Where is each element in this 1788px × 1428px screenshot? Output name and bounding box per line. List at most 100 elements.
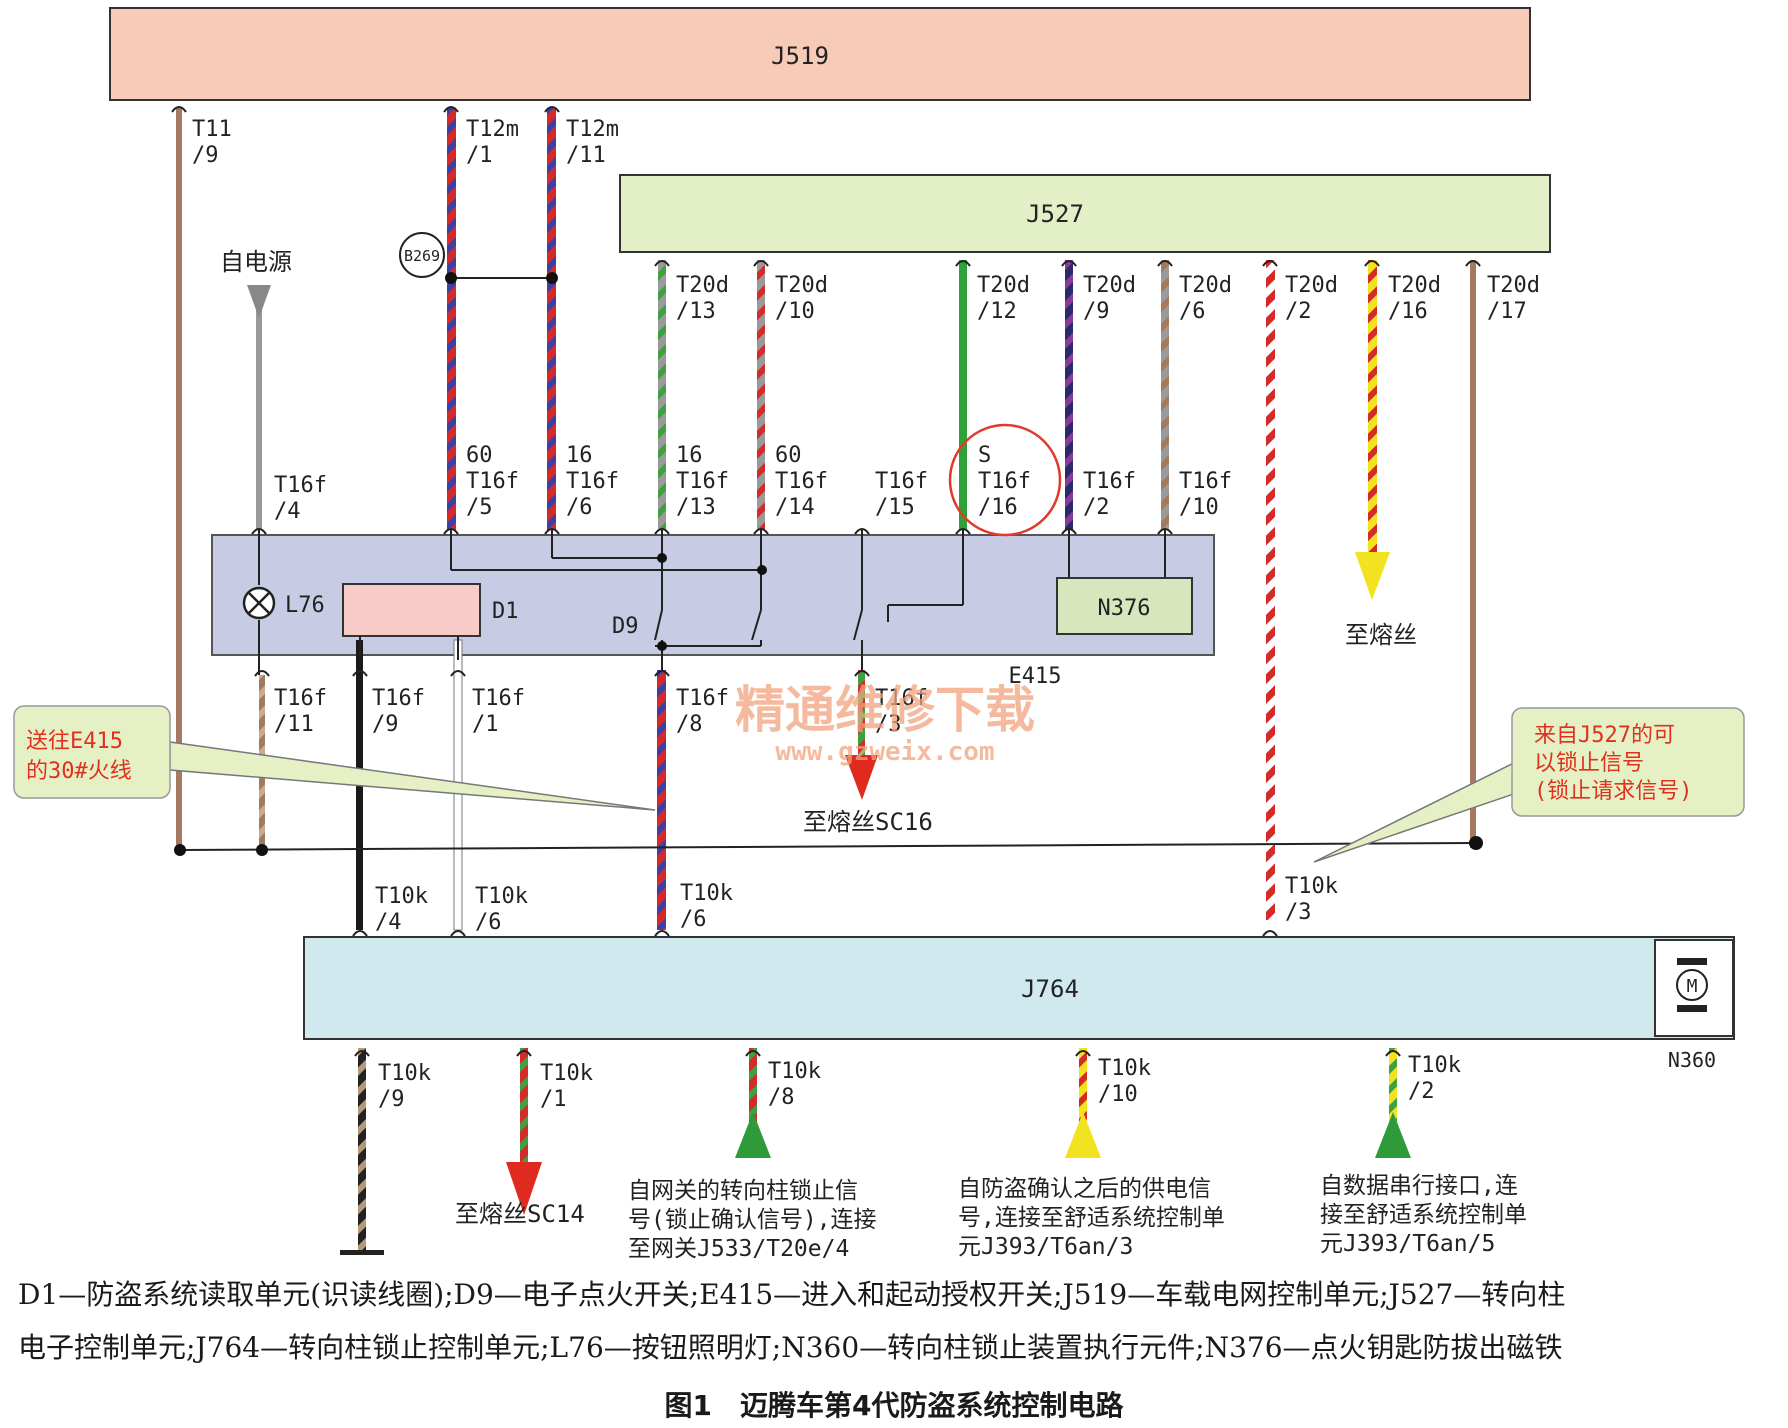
connector-hook [1075,1050,1091,1057]
pin-labels: T11/9T12m/1T12m/11T20d/13T20d/10T20d/12T… [192,117,1540,1112]
pin-label-t10k-6: T10k/6 [475,884,528,935]
wire-t12m-1 [447,108,456,530]
pin-label-t10k-6b: T10k/6 [680,881,733,932]
pin-label-t10k-2: T10k/2 [1408,1053,1461,1104]
pin-label-t16f-2: T16f/2 [1083,469,1136,520]
pin-label-t16f-9: T16f/9 [372,686,425,737]
pin-label-t20d-12: T20d/12 [977,273,1030,324]
motor-symbol: M [1687,976,1698,997]
connector-hook [1157,260,1173,267]
fuse-sc14-arrow-icon [506,1162,542,1215]
power-signal-arrow-icon [1065,1112,1101,1158]
n360-label: N360 [1668,1048,1716,1072]
connector-hook [171,106,187,113]
connector-hook [1465,260,1481,267]
d1-label: D1 [492,599,519,624]
legend-line2: 电子控制单元;J764—转向柱锁止控制单元;L76—按钮照明灯;N360—转向柱… [18,1331,1563,1364]
wire-t20d-2 [1266,260,1275,920]
connector-hook [654,930,670,937]
fuse-sc16-arrow-icon [845,755,878,800]
to-fuse-arrow-icon [1355,552,1390,600]
pin-label-t16f-3: T16f/3 [875,686,928,737]
connector-hook [753,528,769,535]
pin-label-t16f-8: T16f/8 [676,686,729,737]
connector-hook [443,106,459,113]
wire-power-source [256,298,262,530]
connector-hook [450,670,466,677]
wire-t10k-1 [520,1048,528,1168]
connector-hook [1061,260,1077,267]
pin-label-t16f-10: T16f/10 [1179,469,1232,520]
wire-t20d-17 [1470,260,1476,848]
e415-label: E415 [1009,664,1062,689]
j519-label: J519 [771,42,829,70]
wire-t10k-8 [749,1048,757,1153]
callout-right-line1: 来自J527的可 [1534,723,1675,748]
l76-lamp-icon [242,586,276,620]
connector-hook [1385,1050,1401,1057]
gateway-note: 自网关的转向柱锁止信 号(锁止确认信号),连接 至网关J533/T20e/4 [628,1178,877,1262]
connector-hook [1157,528,1173,535]
pin-label-t12m-1: T12m/1 [466,117,519,168]
connector-hook [443,528,459,535]
serial-note-line1: 自数据串行接口,连 [1320,1173,1518,1199]
l76-label: L76 [285,593,325,618]
connector-hook [516,1050,532,1057]
serial-note: 自数据串行接口,连 接至舒适系统控制单 元J393/T6an/5 [1320,1173,1527,1257]
pin-label-t10k-4: T10k/4 [375,884,428,935]
callout-left: 送往E415 的30#火线 [13,705,656,811]
serial-note-line3: 元J393/T6an/5 [1320,1231,1495,1257]
wire-t20d-12 [959,260,967,530]
motor-icon [1676,969,1708,1001]
callout-left-line1: 送往E415 [26,729,123,754]
wire-t16f-8 [657,670,666,930]
wire-t20d-16 [1368,260,1377,560]
pin-label-t20d-16: T20d/16 [1388,273,1441,324]
j527-module: J527 [619,174,1551,253]
power-source-label: 自电源 [220,248,292,276]
connector-hook [654,528,670,535]
j764-module: J764 M N360 [303,936,1735,1072]
pin-label-t20d-2: T20d/2 [1285,273,1338,324]
pin-label-t20d-9: T20d/9 [1083,273,1136,324]
pin-label-t11-9: T11/9 [192,117,232,168]
to-fuse-label: 至熔丝 [1345,621,1417,649]
wire-t11-9 [176,108,182,850]
wire-t16f-3 [858,670,865,760]
n376-label: N376 [1098,596,1151,621]
connector-hook [544,528,560,535]
pin-label-t20d-13: T20d/13 [676,273,729,324]
legend-line1: D1—防盗系统读取单元(识读线圈);D9—电子点火开关;E415—进入和起动授权… [18,1278,1566,1311]
serial-note-line2: 接至舒适系统控制单 [1320,1202,1527,1228]
connector-hook [1262,260,1278,267]
callout-right: 来自J527的可 以锁止信号 (锁止请求信号) [1313,707,1745,863]
wire-t20d-13 [658,260,666,530]
connector-hook [854,670,870,677]
callout-right-line3: (锁止请求信号) [1534,779,1693,804]
d9-label: D9 [612,614,639,639]
watermark-url: www.gzweix.com [775,737,994,767]
connector-hook [753,260,769,267]
connector-hook [1061,528,1077,535]
callout-right-line2: 以锁止信号 [1534,751,1644,776]
circuit-diagram: J519 J527 E415 J764 M N360 [13,7,1745,1262]
connector-hook [654,260,670,267]
serial-arrow-icon [1375,1112,1411,1158]
wire-t20d-10 [757,260,765,530]
wire-t20d-6 [1161,260,1169,530]
pin-label-t10k-1: T10k/1 [540,1061,593,1112]
j764-label: J764 [1021,975,1079,1003]
pin-label-t20d-10: T20d/10 [775,273,828,324]
connector-hook [352,670,368,677]
connector-hook [955,260,971,267]
j527-label: J527 [1026,200,1084,228]
n376-magnet [1056,577,1193,635]
connector-hook [254,670,270,677]
pin-label-t16f-4: T16f/4 [274,473,327,524]
e415-internal [258,530,1166,675]
pin-label-t10k-9: T10k/9 [378,1061,431,1112]
j519-module: J519 [109,7,1531,101]
